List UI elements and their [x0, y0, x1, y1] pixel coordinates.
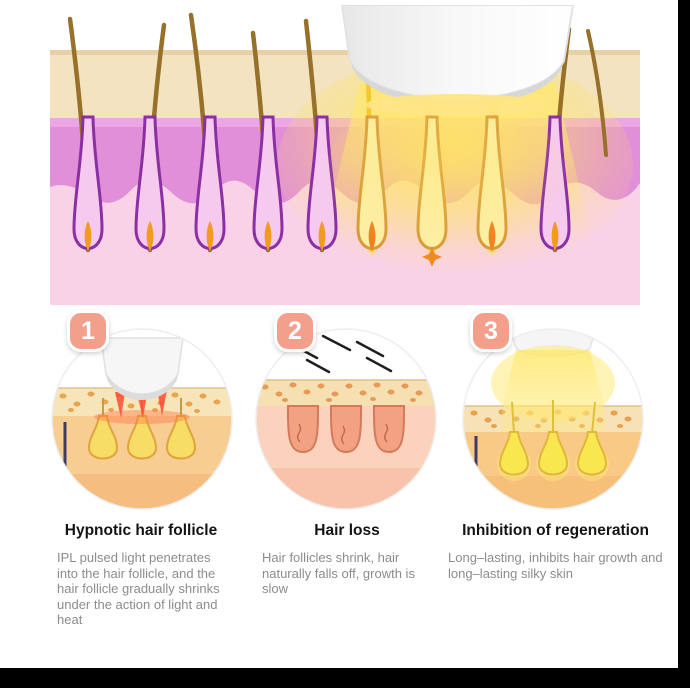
ipl-device-icon	[340, 5, 575, 116]
device-lamp-glow	[365, 94, 549, 116]
falling-hair-strands	[289, 334, 393, 374]
step-1-circle-art	[51, 328, 233, 510]
step-3-circle-art	[462, 328, 644, 510]
ipl-device-icon	[100, 337, 184, 400]
glowing-follicles	[497, 400, 609, 481]
shrunken-follicles	[287, 405, 405, 453]
step-1-number: 1	[81, 316, 95, 345]
step-1-title: Hypnotic hair follicle	[64, 522, 218, 539]
step-3-number: 3	[484, 316, 498, 345]
step-3-title: Inhibition of regeneration	[462, 522, 649, 539]
step-2: 2	[252, 310, 442, 682]
step-3-description: Long–lasting, inhibits hair growth and l…	[448, 550, 663, 581]
hair-follicles-normal	[67, 12, 608, 253]
step-3-number-badge: 3	[470, 310, 512, 352]
step-2-number-badge: 2	[274, 310, 316, 352]
follicle-cracks	[297, 423, 389, 445]
epidermis-layer	[256, 380, 436, 406]
heat-spark-icon	[422, 247, 442, 267]
step-1-illustration	[51, 328, 233, 510]
step-3: 3	[448, 310, 663, 682]
letterbox-bottom	[0, 668, 690, 688]
heat-glow	[94, 410, 190, 424]
hair-strand	[586, 29, 608, 157]
step-1-number-badge: 1	[67, 310, 109, 352]
step-2-description: Hair follicles shrink, hair naturally fa…	[262, 550, 415, 597]
step-1: 1	[45, 310, 237, 682]
step-2-title: Hair loss	[314, 522, 380, 539]
epidermis-cells	[261, 382, 423, 402]
step-3-illustration	[462, 328, 644, 510]
light-glow	[491, 345, 615, 421]
red-light-beams	[115, 390, 167, 418]
letterbox-right	[678, 0, 690, 688]
step-2-number: 2	[288, 316, 302, 345]
light-glow-inner	[325, 95, 565, 255]
step-1-description: IPL pulsed light penetrates into the hai…	[57, 550, 220, 628]
step-2-illustration	[255, 328, 437, 510]
step-2-circle-art	[255, 328, 437, 510]
ipl-skin-diagram	[50, 5, 640, 305]
skin-cross-section-illustration	[50, 5, 640, 305]
